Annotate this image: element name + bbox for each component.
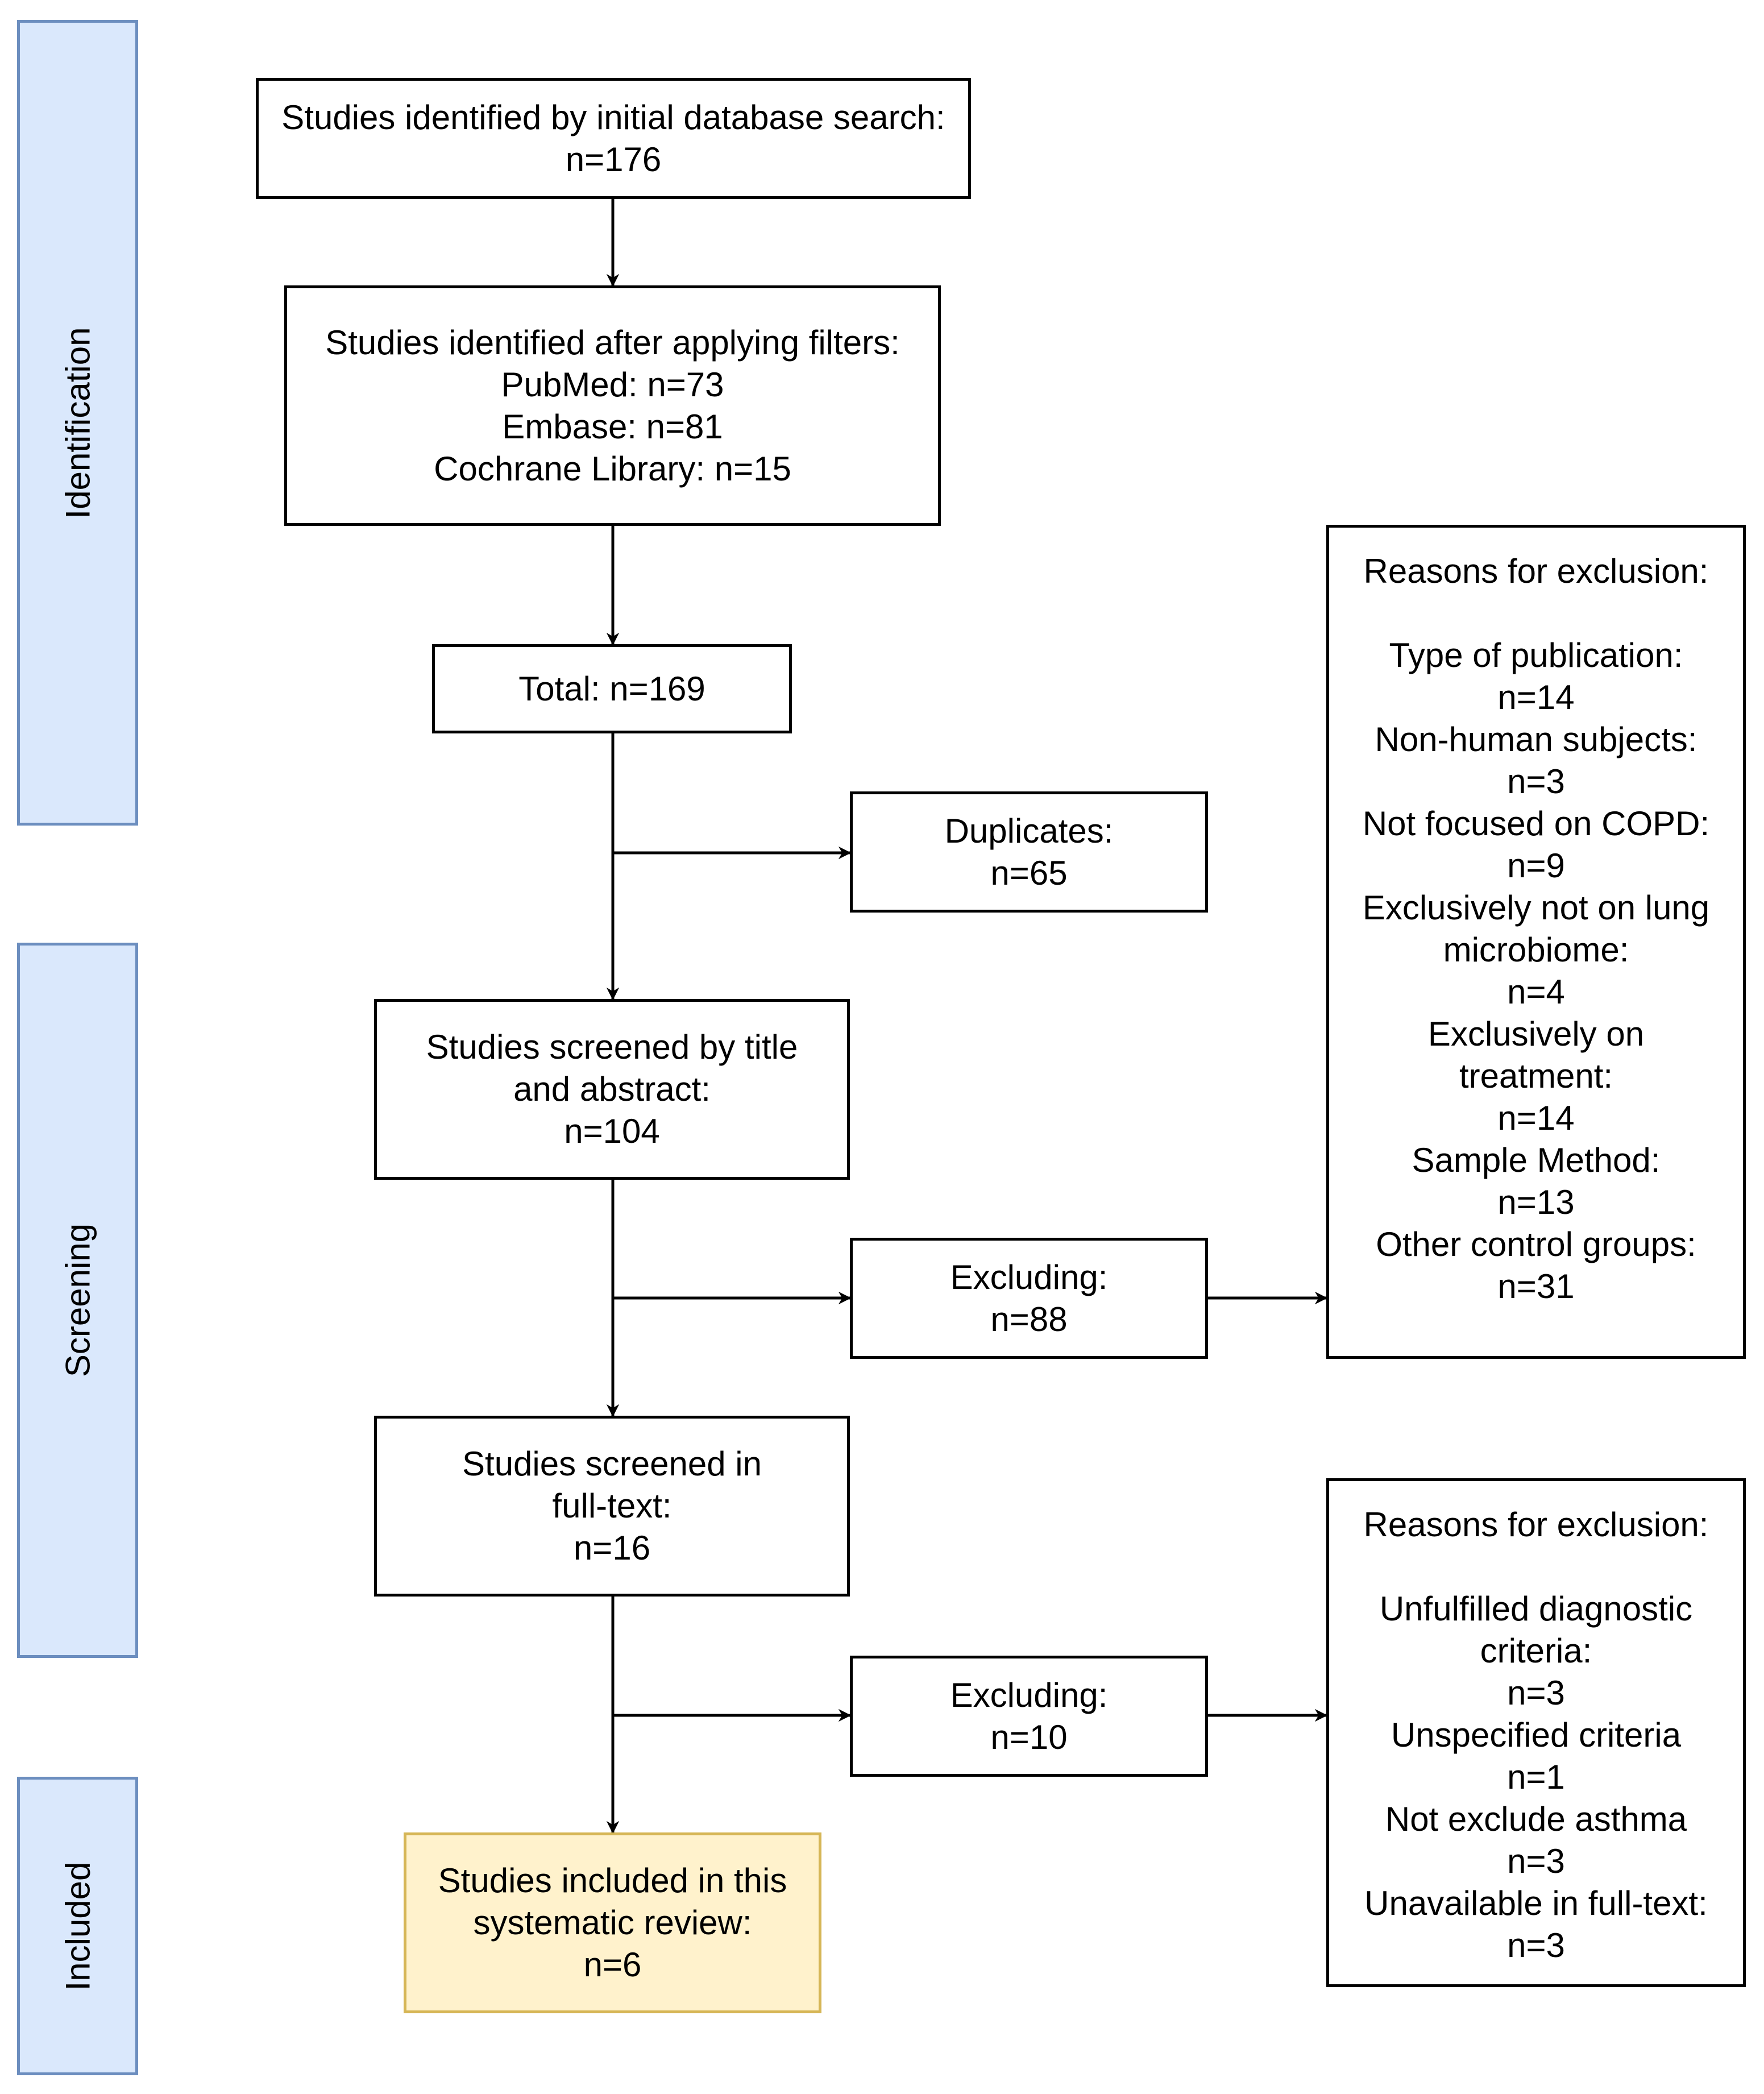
phase-identification-label: Identification	[59, 327, 97, 519]
box-text: Embase: n=81	[502, 407, 723, 446]
reasons-heading: Reasons for exclusion:	[1363, 552, 1709, 590]
box-text: systematic review:	[473, 1904, 752, 1942]
reason-text: Exclusively on	[1427, 1015, 1645, 1053]
box-count: n=10	[990, 1718, 1068, 1756]
reason-text: Unfulfilled diagnostic	[1379, 1590, 1693, 1628]
box-initial-search: Studies identified by initial database s…	[256, 78, 971, 199]
box-text: Studies identified after applying filter…	[325, 323, 900, 362]
reason-count: n=9	[1507, 847, 1565, 885]
box-included: Studies included in this systematic revi…	[404, 1832, 821, 2013]
box-count: Total: n=169	[518, 669, 705, 708]
reason-text: Not focused on COPD:	[1362, 805, 1710, 843]
box-text: Studies screened by title	[426, 1028, 798, 1066]
reason-count: n=1	[1507, 1758, 1565, 1796]
reasons-heading: Reasons for exclusion:	[1363, 1506, 1709, 1544]
box-count: n=16	[573, 1529, 651, 1567]
box-excluding-1: Excluding: n=88	[850, 1238, 1208, 1359]
box-title-abstract: Studies screened by title and abstract: …	[374, 999, 850, 1180]
reason-text: Non-human subjects:	[1375, 720, 1697, 758]
reason-count: n=13	[1497, 1183, 1575, 1221]
reason-text: Sample Method:	[1412, 1141, 1661, 1179]
reason-count: n=14	[1497, 678, 1575, 716]
box-text: Excluding:	[950, 1676, 1108, 1714]
box-reasons-2: Reasons for exclusion: Unfulfilled diagn…	[1326, 1478, 1746, 1987]
phase-included: Included	[17, 1777, 138, 2075]
reason-text: Not exclude asthma	[1385, 1800, 1687, 1838]
box-text: Excluding:	[950, 1258, 1108, 1296]
box-text: full-text:	[552, 1487, 672, 1525]
reason-text: criteria:	[1480, 1632, 1592, 1670]
box-text: Studies identified by initial database s…	[281, 98, 945, 136]
box-after-filters: Studies identified after applying filter…	[284, 285, 941, 526]
reason-count: n=3	[1507, 1674, 1565, 1712]
reason-text: Exclusively not on lung	[1362, 889, 1710, 927]
box-text: Duplicates:	[944, 811, 1114, 850]
phase-screening: Screening	[17, 943, 138, 1658]
reason-count: n=3	[1507, 762, 1565, 801]
box-total: Total: n=169	[432, 644, 792, 733]
reason-count: n=4	[1507, 973, 1565, 1011]
phase-identification: Identification	[17, 20, 138, 826]
reason-count: n=3	[1507, 1842, 1565, 1880]
phase-screening-label: Screening	[59, 1223, 97, 1378]
box-text: Studies screened in	[462, 1445, 762, 1483]
box-text: Studies included in this	[438, 1861, 787, 1900]
reason-count: n=14	[1497, 1099, 1575, 1137]
box-text: and abstract:	[513, 1070, 711, 1108]
box-count: n=176	[565, 140, 662, 179]
box-count: n=65	[990, 853, 1068, 892]
box-reasons-1: Reasons for exclusion: Type of publicati…	[1326, 525, 1746, 1359]
phase-included-label: Included	[59, 1861, 97, 1991]
reason-text: treatment:	[1459, 1057, 1613, 1095]
reason-text: Unspecified criteria	[1391, 1716, 1682, 1754]
box-text: PubMed: n=73	[501, 365, 724, 404]
box-count: n=6	[583, 1946, 642, 1984]
box-count: n=104	[564, 1112, 660, 1150]
box-excluding-2: Excluding: n=10	[850, 1656, 1208, 1777]
reason-text: Type of publication:	[1389, 636, 1683, 674]
reason-text: microbiome:	[1443, 931, 1629, 969]
reason-count: n=3	[1507, 1926, 1565, 1964]
box-text: Cochrane Library: n=15	[434, 449, 791, 488]
reason-text: Unavailable in full-text:	[1364, 1884, 1708, 1922]
box-full-text: Studies screened in full-text: n=16	[374, 1416, 850, 1597]
reason-text: Other control groups:	[1376, 1225, 1696, 1263]
box-duplicates: Duplicates: n=65	[850, 791, 1208, 913]
box-count: n=88	[990, 1300, 1068, 1338]
reason-count: n=31	[1497, 1267, 1575, 1305]
